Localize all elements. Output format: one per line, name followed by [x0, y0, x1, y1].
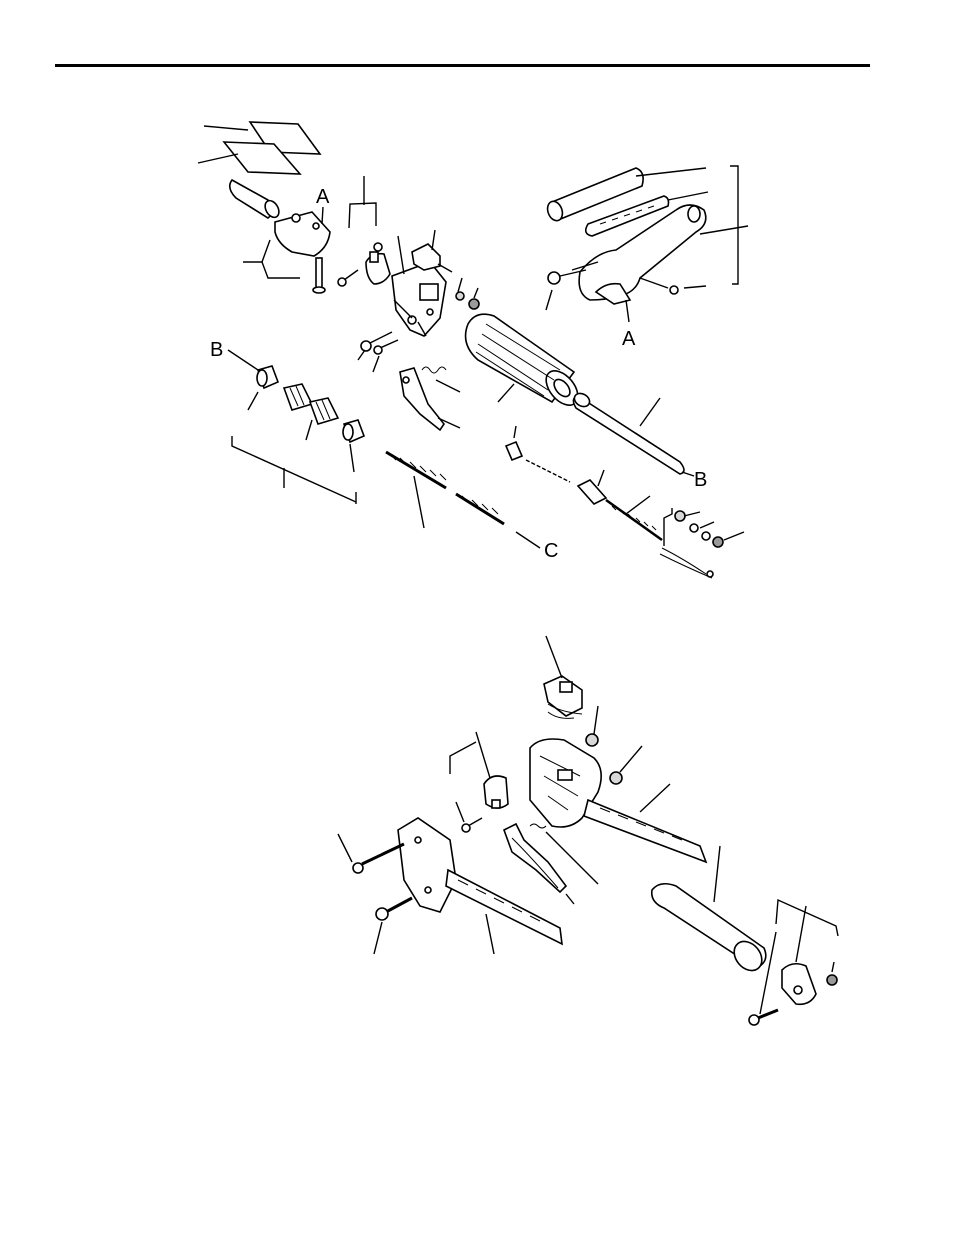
- lower-right-bolt: [749, 1010, 778, 1025]
- lower-trigger: [504, 824, 566, 892]
- lower-screw-small: [462, 818, 482, 832]
- callout-a-bottom: A: [622, 328, 636, 350]
- callout-c: C: [544, 540, 558, 562]
- coupler-1: [257, 366, 278, 388]
- handle-grip-large: [466, 314, 585, 411]
- upper-exploded-view: A: [198, 122, 748, 578]
- long-screw-2: [376, 898, 412, 920]
- coupler-4: [343, 420, 364, 442]
- lower-clamp-ring: [484, 776, 508, 808]
- lower-exploded-view: [338, 636, 838, 1025]
- housing-screw-2: [374, 340, 398, 354]
- callout-b-left: B: [210, 339, 223, 361]
- wire-terminals: [660, 548, 713, 578]
- cable-stop: [506, 442, 522, 460]
- coupler-2: [284, 384, 312, 410]
- coupler-3: [310, 398, 338, 424]
- callout-a-top: A: [316, 186, 330, 208]
- long-screw-1: [353, 844, 404, 873]
- housing-lower-half: [398, 818, 456, 912]
- clamp-ring: [366, 252, 390, 284]
- handle-tube: [572, 391, 684, 474]
- callout-b-right: B: [694, 469, 707, 491]
- small-sleeve: [230, 180, 282, 220]
- throttle-housing: [392, 262, 446, 336]
- clamp-screw: [313, 258, 325, 293]
- throttle-cable: [526, 460, 662, 540]
- trigger-spring: [422, 367, 446, 373]
- trigger-lever: [400, 368, 444, 430]
- mount-screw-small: [338, 270, 358, 286]
- drive-shaft: [386, 452, 504, 524]
- lower-right-clamp: [782, 964, 816, 1005]
- lower-handle-sleeve: [652, 884, 768, 976]
- housing-upper-arm: [584, 800, 706, 862]
- ignition-switch: [544, 676, 582, 718]
- lower-trigger-spring: [530, 824, 546, 828]
- housing-lower-arm: [446, 870, 562, 944]
